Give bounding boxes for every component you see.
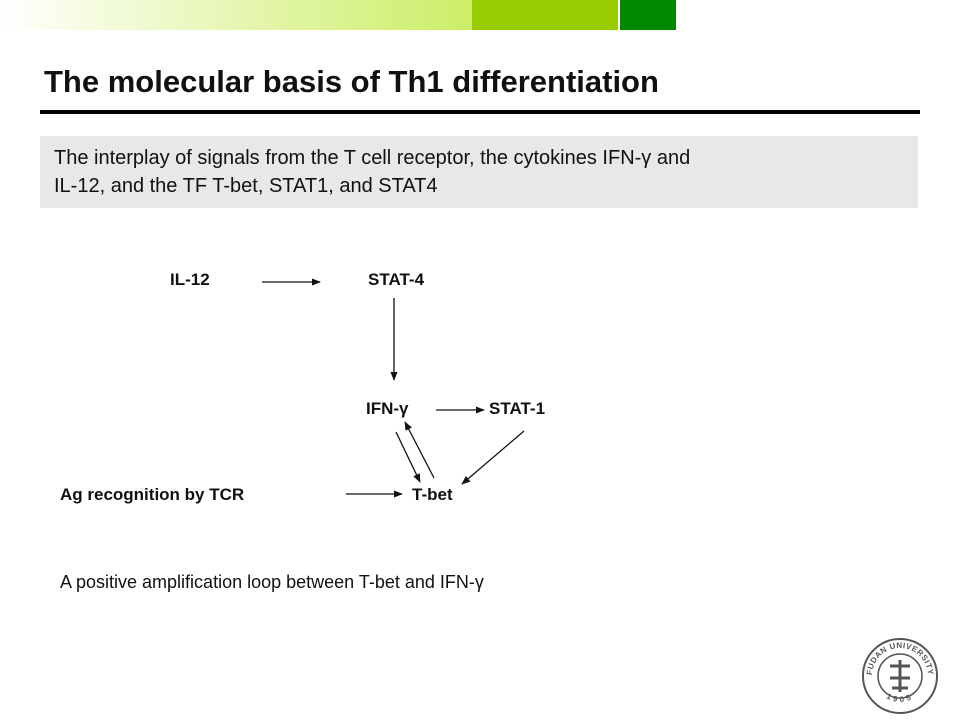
- university-seal-icon: FUDAN UNIVERSITY 1905: [862, 638, 938, 714]
- top-bar-mid: [472, 0, 618, 30]
- subtitle-box: The interplay of signals from the T cell…: [40, 136, 918, 208]
- title-underline: [40, 110, 920, 114]
- footnote: A positive amplification loop between T-…: [60, 572, 484, 592]
- seal-year: 1905: [885, 692, 912, 705]
- node-ifng: IFN-γ: [366, 399, 409, 418]
- arrow-stat1-tbet: [461, 430, 525, 485]
- node-ag-recognition: Ag recognition by TCR: [60, 485, 245, 504]
- subtitle-line-2: IL-12, and the TF T-bet, STAT1, and STAT…: [54, 175, 438, 197]
- top-bar-light: [0, 0, 472, 30]
- node-tbet: T-bet: [412, 485, 453, 504]
- node-stat1: STAT-1: [489, 399, 546, 418]
- svg-text:1905: 1905: [885, 692, 915, 705]
- top-bar-dark: [620, 0, 676, 30]
- node-stat4: STAT-4: [368, 270, 425, 289]
- arrow-tbet-ifng: [404, 421, 435, 479]
- arrow-ifng-tbet: [395, 431, 421, 483]
- subtitle-line-1: The interplay of signals from the T cell…: [54, 147, 691, 169]
- page-title: The molecular basis of Th1 differentiati…: [44, 64, 659, 99]
- node-il12: IL-12: [170, 270, 210, 289]
